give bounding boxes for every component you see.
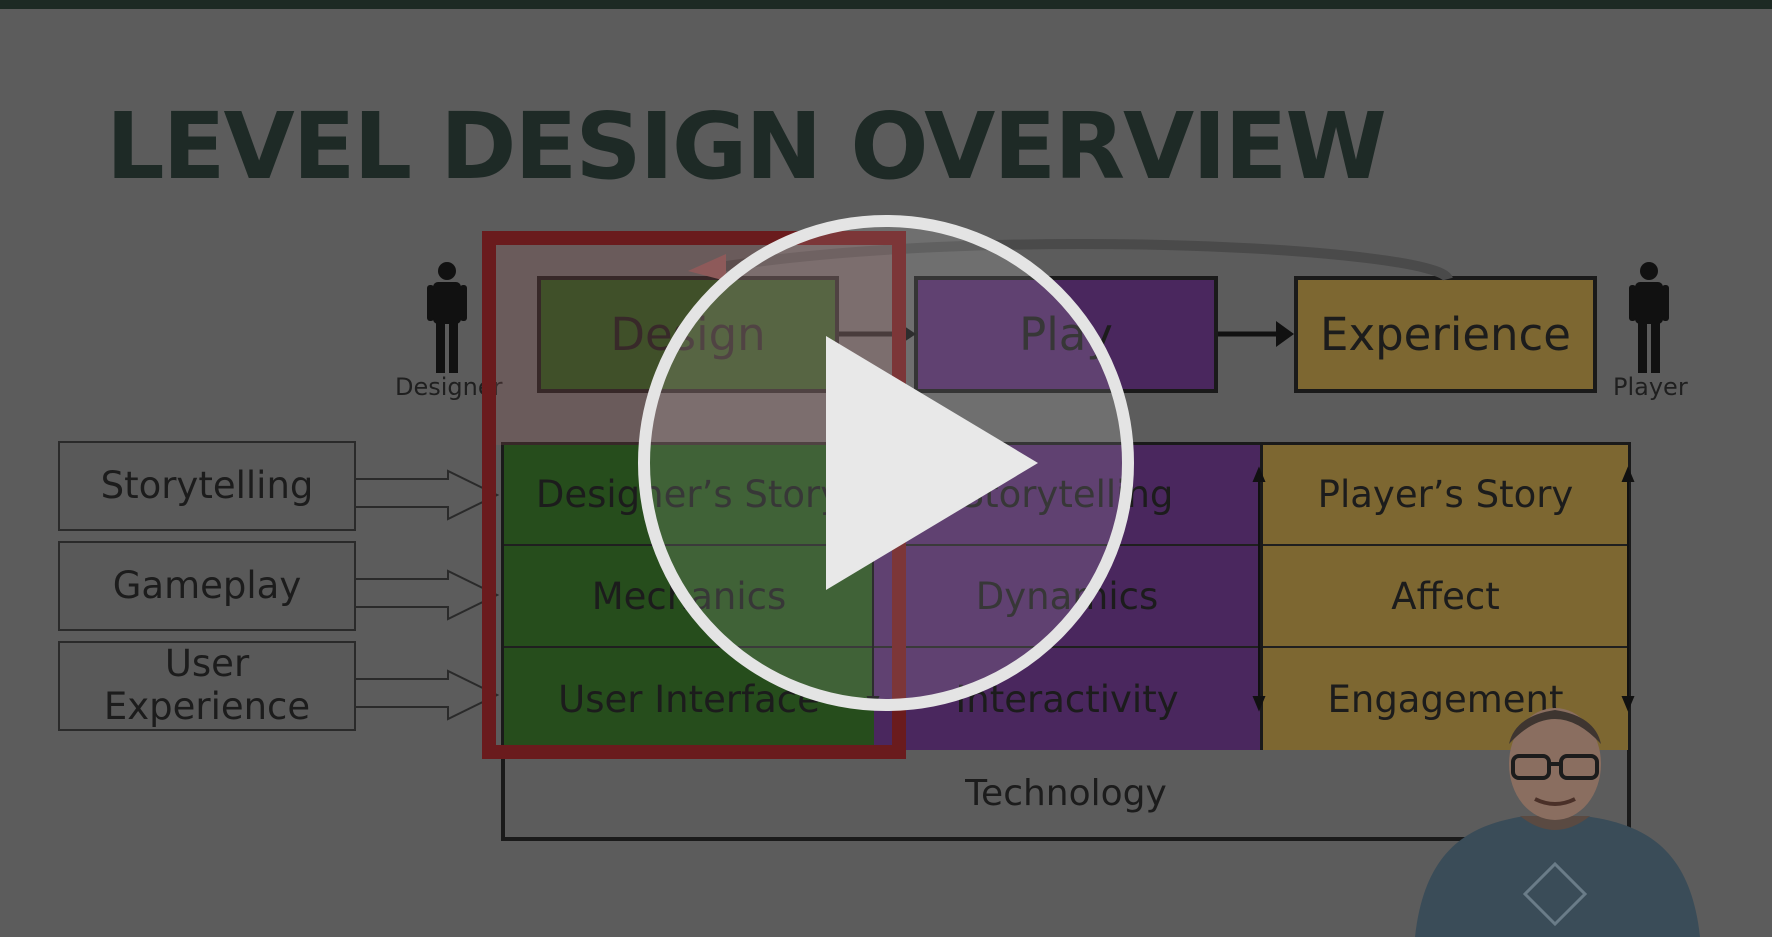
gameplay-input: Gameplay (58, 541, 356, 631)
affect-cell: Affect (1263, 546, 1628, 648)
design-header: Design (537, 276, 839, 393)
players-story-cell: Player’s Story (1263, 444, 1628, 546)
designer-icon (427, 262, 467, 373)
presenter-video (1415, 708, 1700, 937)
dynamics-cell: Dynamics (874, 546, 1260, 648)
user-experience-input: User Experience (58, 641, 356, 731)
player-icon (1629, 262, 1669, 373)
top-bar (0, 0, 1772, 9)
player-label: Player (1613, 373, 1688, 401)
experience-column: Player’s Story Affect Engagement (1260, 444, 1631, 750)
slide-title: LEVEL DESIGN OVERVIEW (106, 93, 1387, 200)
table-top-border (501, 442, 1631, 445)
engagement-cell: Engagement (1327, 677, 1564, 721)
technology-base: Technology (501, 750, 1631, 841)
play-icon[interactable] (636, 213, 1136, 713)
storytelling-input: Storytelling (58, 441, 356, 531)
designers-story-cell: Designer’s Story (504, 444, 874, 546)
experience-header: Experience (1294, 276, 1597, 393)
